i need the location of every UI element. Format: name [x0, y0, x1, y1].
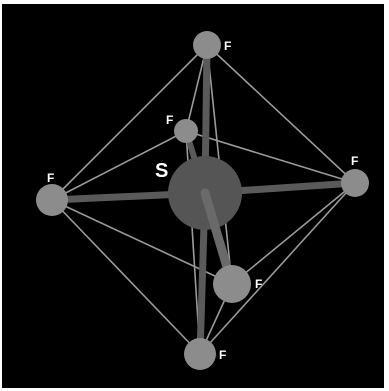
label-fluorine-left: F [47, 171, 54, 185]
fluorine-atom-right [341, 169, 369, 197]
fluorine-atom-bottom [184, 338, 216, 370]
edge-back-right [185, 130, 356, 184]
label-fluorine-bottom: F [219, 348, 226, 362]
label-fluorine-top: F [224, 39, 231, 53]
fluorine-atom-front [213, 265, 251, 303]
label-fluorine-back: F [166, 113, 173, 127]
edge-top-left [51, 44, 208, 201]
edge-bottom-left [51, 199, 201, 355]
edge-left-back [51, 130, 187, 201]
label-fluorine-front: F [255, 277, 262, 291]
fluorine-atom-back [174, 119, 198, 143]
edge-bottom-right [199, 182, 356, 355]
label-sulfur: S [155, 160, 168, 182]
fluorine-atom-top [193, 31, 221, 59]
edge-right-front [231, 182, 356, 285]
edge-top-right [206, 44, 356, 184]
label-fluorine-right: F [351, 154, 358, 168]
fluorine-atom-left [36, 184, 68, 216]
